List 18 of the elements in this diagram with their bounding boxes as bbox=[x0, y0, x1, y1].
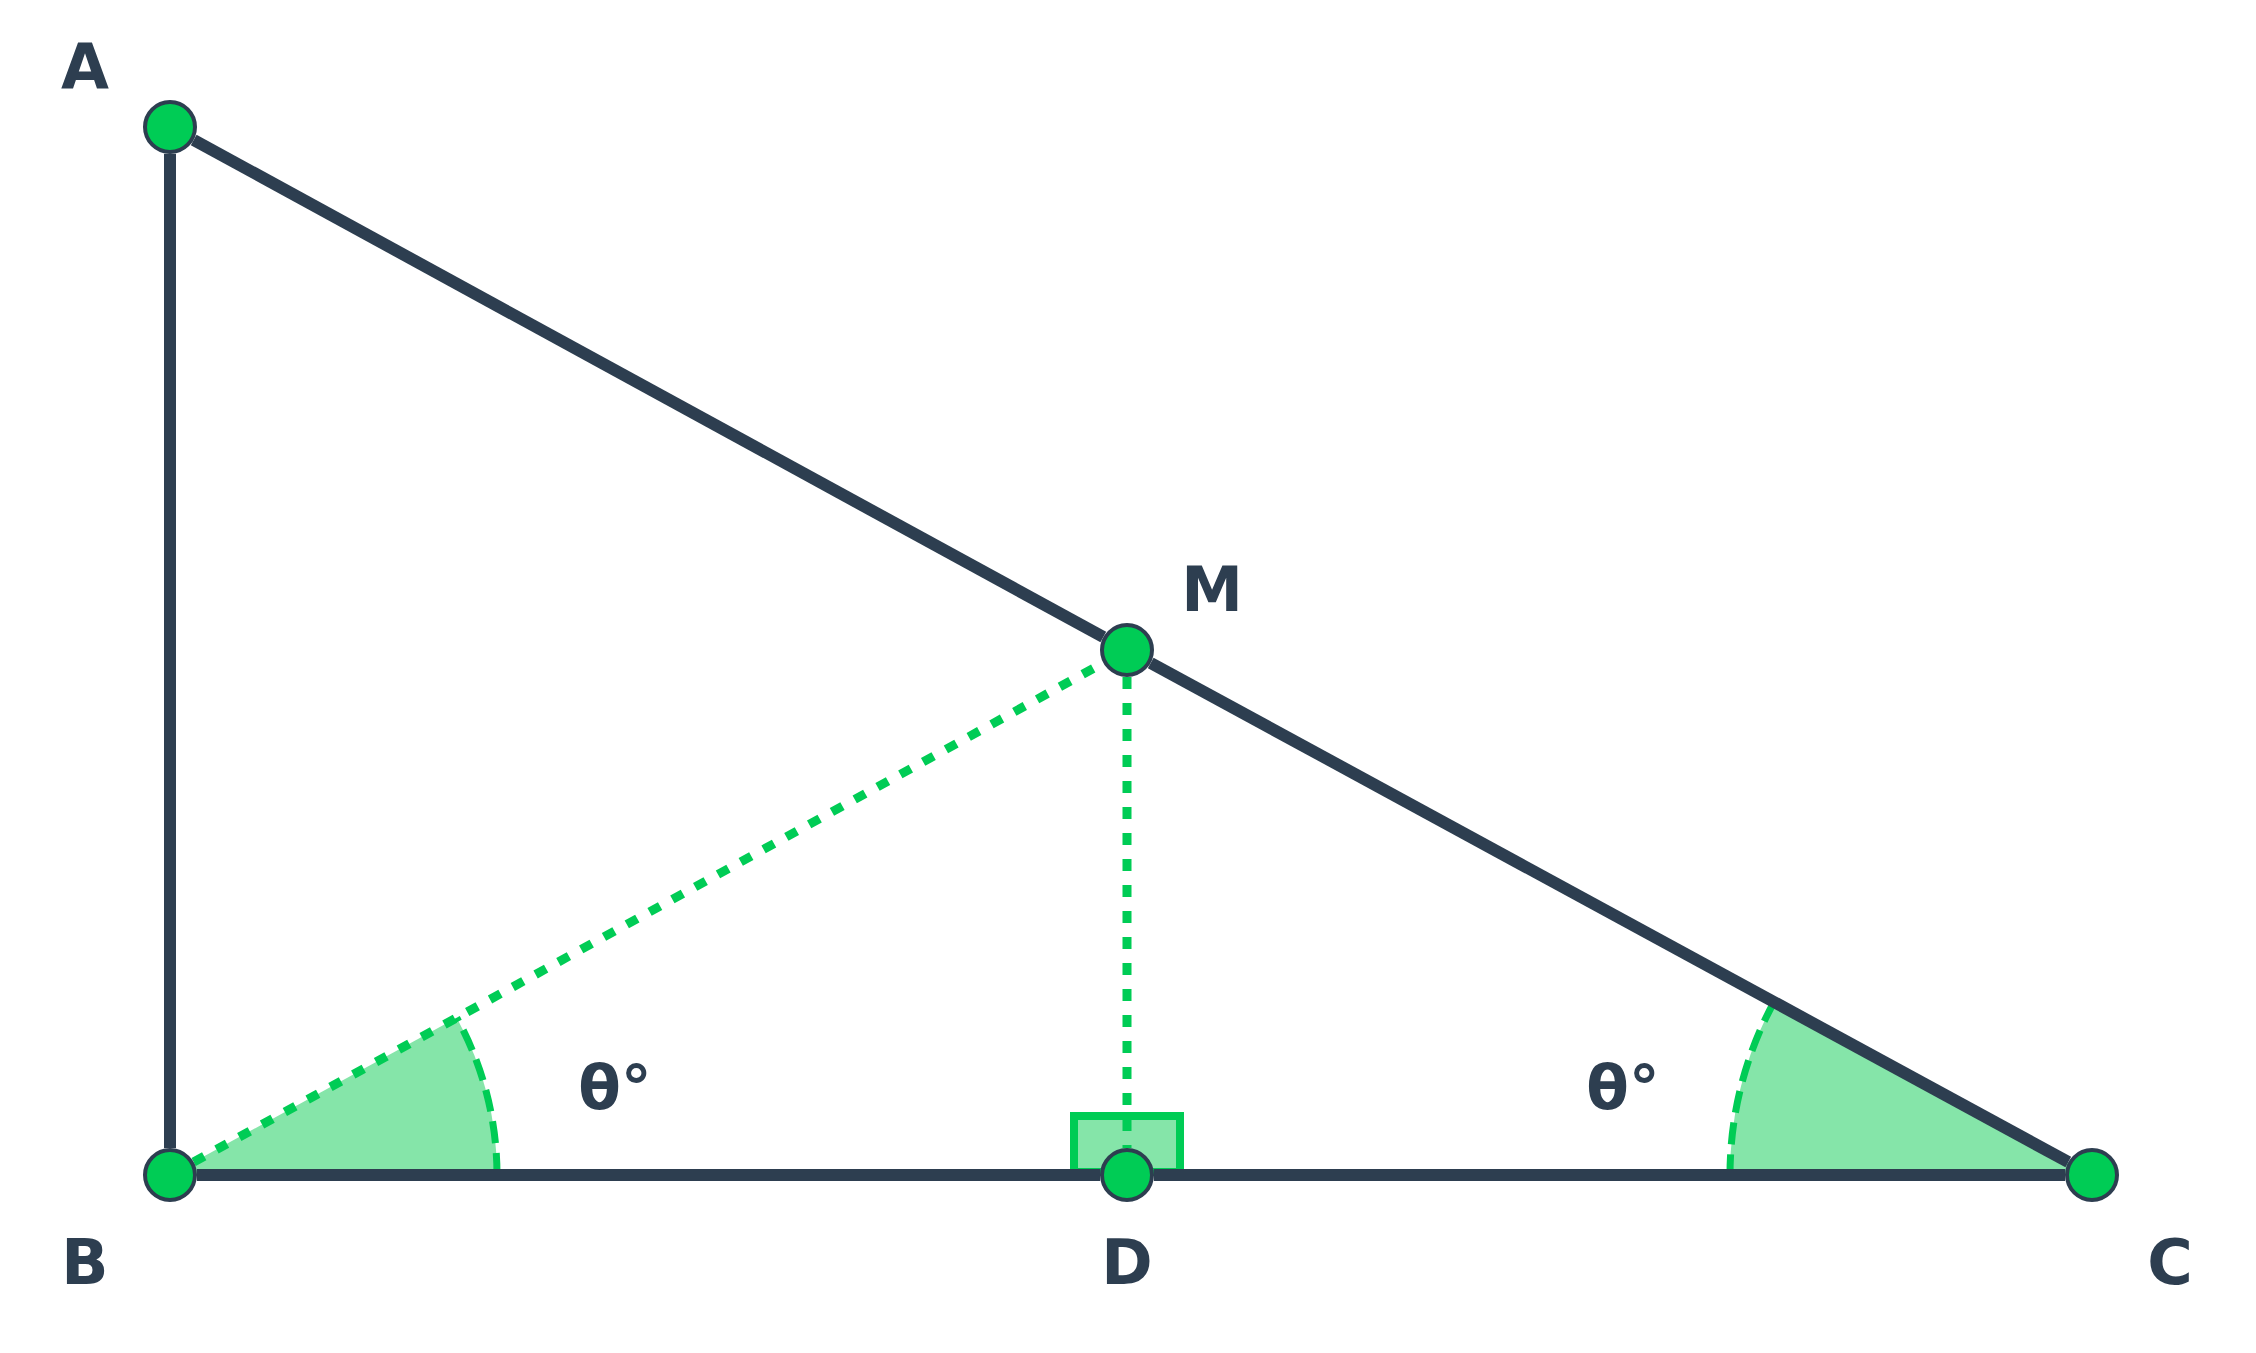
point-marker bbox=[1100, 623, 1154, 677]
angle-label: θ° bbox=[578, 1057, 652, 1119]
line-segment bbox=[1154, 1169, 2065, 1181]
point-marker bbox=[2065, 1148, 2119, 1202]
line-segment bbox=[1147, 657, 2072, 1168]
point-marker bbox=[143, 100, 197, 154]
angle-label: θ° bbox=[1586, 1057, 1660, 1119]
line-segment bbox=[197, 1169, 1100, 1181]
point-label: C bbox=[2147, 1232, 2193, 1294]
line-segment bbox=[190, 134, 1107, 643]
point-label: A bbox=[61, 36, 109, 98]
point-label: M bbox=[1181, 559, 1243, 621]
point-label: D bbox=[1101, 1232, 1153, 1294]
point-marker bbox=[143, 1148, 197, 1202]
point-label: B bbox=[61, 1232, 109, 1294]
point-marker bbox=[1100, 1148, 1154, 1202]
dotted-line bbox=[1122, 677, 1132, 1148]
line-segment bbox=[164, 154, 176, 1148]
